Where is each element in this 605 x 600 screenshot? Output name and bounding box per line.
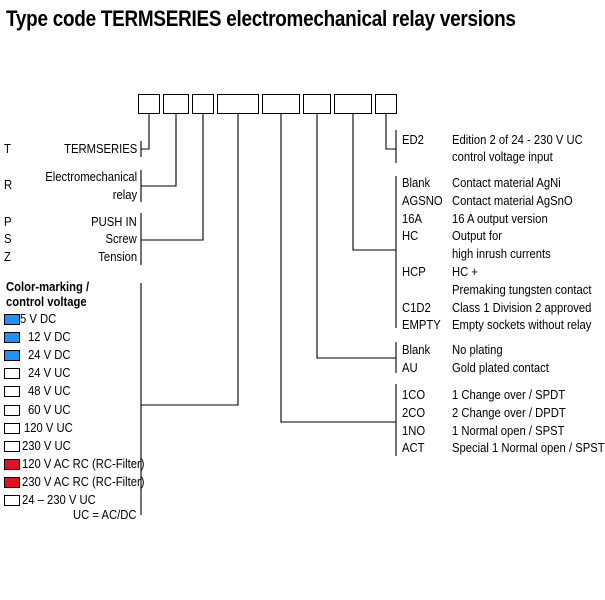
option-code: Blank: [402, 343, 431, 357]
option-code: HCP: [402, 265, 426, 279]
option-code: HC: [402, 229, 419, 244]
code-box-3: [192, 94, 214, 114]
voltage-label: 120 V UC: [24, 420, 73, 435]
uc-note: UC = AC/DC: [73, 508, 137, 522]
code-box-4: [217, 94, 259, 114]
option-code: ACT: [402, 441, 425, 456]
voltage-label: 5 V DC: [20, 312, 57, 326]
option-code: 16A: [402, 211, 423, 226]
label-screw: Screw: [105, 232, 137, 246]
voltage-label: 12 V DC: [28, 330, 71, 345]
voltage-swatch: [4, 476, 20, 488]
label-tension: Tension: [98, 250, 137, 264]
option-code: 1NO: [402, 423, 426, 438]
option-code: 2CO: [402, 405, 426, 420]
option-description: 1 Normal open / SPST: [452, 423, 565, 438]
option-description: Class 1 Division 2 approved: [452, 300, 592, 315]
code-t: T: [4, 142, 11, 156]
voltage-swatch: [4, 422, 20, 434]
option-code: C1D2: [402, 300, 431, 315]
code-box-6: [303, 94, 331, 114]
voltage-label: 60 V UC: [28, 402, 71, 417]
option-description: Premaking tungsten contact: [452, 282, 592, 297]
code-box-8: [375, 94, 397, 114]
code-s: S: [4, 232, 12, 246]
voltage-label: 120 V AC RC (RC-Filter): [22, 456, 145, 471]
edition-desc-1: Edition 2 of 24 - 230 V UC: [452, 133, 583, 147]
code-p: P: [4, 215, 12, 229]
option-description: 1 Change over / SPDT: [452, 388, 566, 402]
voltage-swatch: [4, 368, 20, 380]
voltage-swatch: [4, 404, 20, 416]
code-box-5: [262, 94, 300, 114]
voltage-swatch: [4, 314, 20, 325]
voltage-swatch: [4, 458, 20, 470]
edition-code: ED2: [402, 133, 424, 147]
code-box-2: [163, 94, 189, 114]
option-description: Contact material AgSnO: [452, 193, 573, 208]
option-code: 1CO: [402, 388, 426, 402]
option-code: EMPTY: [402, 318, 441, 333]
option-description: 2 Change over / DPDT: [452, 405, 566, 420]
label-relay: relay: [112, 188, 137, 202]
option-description: No plating: [452, 343, 503, 357]
voltage-swatch: [4, 350, 20, 362]
option-description: Contact material AgNi: [452, 176, 561, 190]
code-r: R: [4, 178, 13, 192]
option-description: HC +: [452, 265, 478, 279]
code-box-1: [138, 94, 160, 114]
label-termseries: TERMSERIES: [63, 142, 137, 156]
option-description: high inrush currents: [452, 247, 551, 262]
label-push-in: PUSH IN: [91, 215, 137, 229]
option-code: AGSNO: [402, 193, 443, 208]
page-title: Type code TERMSERIES electromechanical r…: [6, 6, 516, 31]
voltage-swatch: [4, 386, 20, 398]
voltage-label: 24 V DC: [28, 348, 71, 363]
code-box-7: [334, 94, 372, 114]
option-code: AU: [402, 360, 418, 375]
edition-desc-2: control voltage input: [452, 150, 553, 164]
voltage-swatch: [4, 332, 20, 344]
option-description: 16 A output version: [452, 211, 548, 226]
option-description: Gold plated contact: [452, 360, 549, 375]
option-description: Empty sockets without relay: [452, 318, 592, 333]
option-description: Special 1 Normal open / SPST: [452, 441, 605, 456]
voltage-label: 230 V UC: [22, 438, 71, 453]
color-heading-line-1: Color-marking /: [6, 280, 90, 294]
voltage-label: 230 V AC RC (RC-Filter): [22, 474, 145, 489]
code-z: Z: [4, 250, 11, 264]
voltage-swatch: [4, 495, 20, 506]
label-electromechanical: Electromechanical: [45, 170, 137, 184]
voltage-label: 24 – 230 V UC: [22, 493, 96, 507]
option-code: Blank: [402, 176, 431, 190]
voltage-label: 24 V UC: [28, 366, 71, 381]
voltage-swatch: [4, 440, 20, 452]
option-description: Output for: [452, 229, 503, 244]
voltage-label: 48 V UC: [28, 384, 71, 399]
color-heading-line-2: control voltage: [6, 295, 87, 309]
